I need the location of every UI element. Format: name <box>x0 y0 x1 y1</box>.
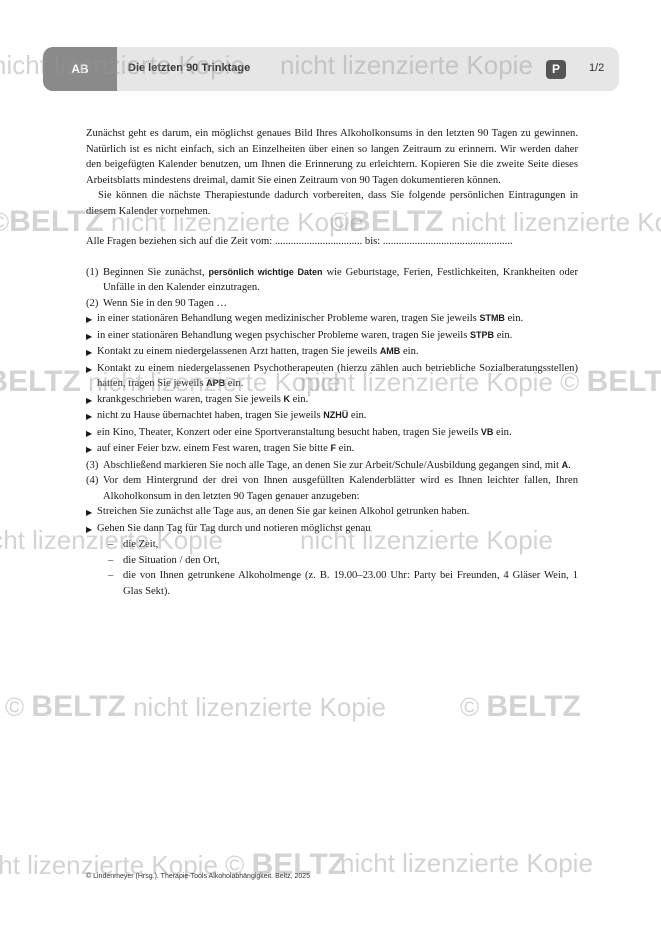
code-label: F <box>330 443 336 453</box>
page-number: 1/2 <box>589 62 605 74</box>
step-number: (4) <box>86 475 99 486</box>
dash-item: –die Situation / den Ort, <box>108 554 220 566</box>
dash-item: –die von Ihnen getrunkene Alkoholmenge (… <box>108 570 578 597</box>
step-number: (1) <box>86 266 99 278</box>
code-label: APB <box>206 378 226 388</box>
arrow-bullet-icon: ▶ <box>86 445 93 454</box>
copyright-footer: © Lindenmeyer (Hrsg.). Therapie-Tools Al… <box>86 873 311 880</box>
step-2: (2) Wenn Sie in den 90 Tagen … <box>86 296 578 312</box>
code-label: K <box>283 393 291 404</box>
arrow-bullet-icon: ▶ <box>86 331 93 341</box>
step-number: (2) <box>86 297 99 309</box>
worksheet-title: Die letzten 90 Trinktage <box>128 62 251 74</box>
step-number: (3) <box>86 459 99 471</box>
watermark: © BELTZ <box>460 690 581 723</box>
arrow-bullet-icon: ▶ <box>86 395 93 405</box>
watermark: © BELTZ nicht lizenzierte Kopie <box>5 690 386 723</box>
arrow-bullet-icon: ▶ <box>86 348 93 357</box>
worksheet-tab: AB <box>43 47 117 91</box>
arrow-bullet-icon: ▶ <box>86 508 93 517</box>
arrow-bullet-icon: ▶ <box>86 524 93 534</box>
list-item: ▶Gehen Sie dann Tag für Tag durch und no… <box>86 521 578 538</box>
list-item: ▶Streichen Sie zunächst alle Tage aus, a… <box>86 504 578 521</box>
list-item: ▶ein Kino, Theater, Konzert oder eine Sp… <box>86 425 578 442</box>
list-item: ▶Kontakt zu einem niedergelassenen Arzt … <box>86 344 578 361</box>
patient-badge: P <box>546 60 566 79</box>
list-item: ▶in einer stationären Behandlung wegen m… <box>86 311 578 328</box>
list-item: ▶auf einer Feier bzw. einem Fest waren, … <box>86 441 578 458</box>
code-label: STPB <box>470 329 495 340</box>
list-item: ▶in einer stationären Behandlung wegen p… <box>86 328 578 345</box>
code-label: STMB <box>479 313 505 323</box>
bold-phrase: persönlich wichtige Daten <box>208 266 323 277</box>
step-1: (1) Beginnen Sie zunächst, persönlich wi… <box>86 265 578 296</box>
list-item: ▶krankgeschrieben waren, tragen Sie jewe… <box>86 392 578 409</box>
header-bar <box>43 47 619 91</box>
code-label: AMB <box>379 346 401 356</box>
arrow-bullet-icon: ▶ <box>86 428 93 438</box>
dash-item: –die Zeit, <box>108 539 159 550</box>
step-3: (3) Abschließend markieren Sie noch alle… <box>86 458 578 474</box>
code-label: A <box>561 459 569 470</box>
code-label: NZHÜ <box>323 410 349 420</box>
list-item: ▶Kontakt zu einem niedergelassenen Psych… <box>86 361 578 392</box>
period-line: Alle Fragen beziehen sich auf die Zeit v… <box>86 236 513 247</box>
intro-paragraph-2: Sie können die nächste Therapiestunde da… <box>86 190 578 217</box>
code-label: VB <box>480 426 494 437</box>
arrow-bullet-icon: ▶ <box>86 364 93 374</box>
step-4: (4) Vor dem Hintergrund der drei von Ihn… <box>86 473 578 504</box>
arrow-bullet-icon: ▶ <box>86 315 93 324</box>
worksheet-body: Zunächst geht es darum, ein möglichst ge… <box>86 126 578 599</box>
watermark: nicht lizenzierte Kopie <box>340 848 593 878</box>
list-item: ▶nicht zu Hause übernachtet haben, trage… <box>86 408 578 425</box>
intro-paragraph-1: Zunächst geht es darum, ein möglichst ge… <box>86 128 578 186</box>
arrow-bullet-icon: ▶ <box>86 412 93 421</box>
